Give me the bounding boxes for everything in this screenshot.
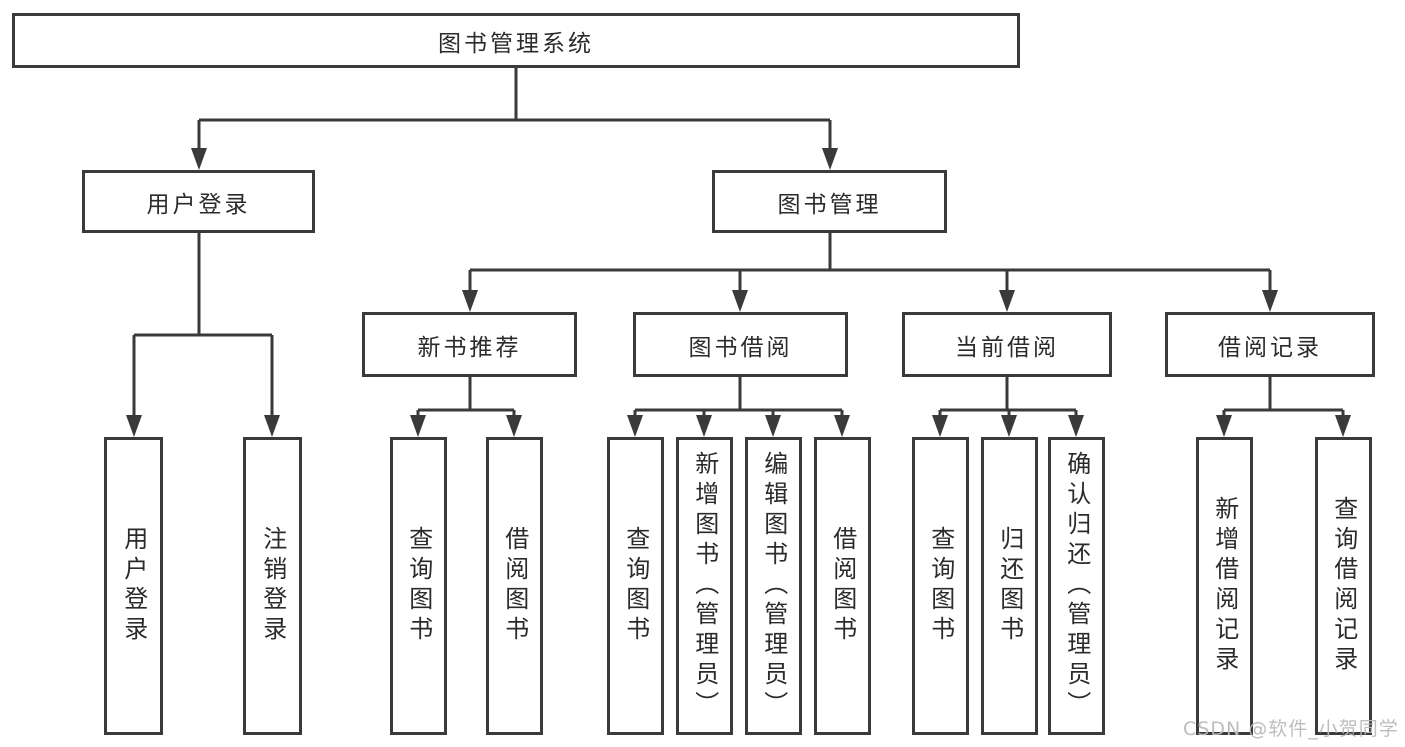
leaf-label: 用户登录 — [119, 526, 148, 646]
node-user-login: 用户登录 — [82, 170, 315, 233]
leaf-return-books: 归还图书 — [981, 437, 1038, 735]
leaf-add-borrow-record: 新增借阅记录 — [1196, 437, 1253, 735]
node-library-management-system: 图书管理系统 — [12, 13, 1020, 68]
leaf-user-login: 用户登录 — [104, 437, 163, 735]
leaf-search-borrow-record: 查询借阅记录 — [1315, 437, 1372, 735]
node-book-management: 图书管理 — [712, 170, 947, 233]
node-label: 图书管理系统 — [438, 30, 594, 57]
leaf-search-books: 查询图书 — [390, 437, 447, 735]
leaf-label: 新增借阅记录 — [1210, 496, 1239, 676]
leaf-label: 确认归还（管理员） — [1062, 451, 1091, 721]
leaf-borrow-books: 借阅图书 — [814, 437, 871, 735]
csdn-watermark: CSDN @软件_小贺同学 — [1183, 718, 1399, 740]
leaf-label: 编辑图书（管理员） — [759, 451, 788, 721]
node-label: 用户登录 — [146, 191, 251, 218]
leaf-borrow-books: 借阅图书 — [486, 437, 543, 735]
leaf-search-books: 查询图书 — [607, 437, 664, 735]
node-label: 图书借阅 — [688, 334, 793, 361]
leaf-edit-books-admin: 编辑图书（管理员） — [745, 437, 802, 735]
node-label: 当前借阅 — [955, 334, 1059, 361]
leaf-label: 借阅图书 — [828, 526, 857, 646]
node-label: 图书管理 — [777, 191, 882, 218]
leaf-label: 查询借阅记录 — [1329, 496, 1358, 676]
leaf-label: 注销登录 — [258, 526, 287, 646]
leaf-search-books: 查询图书 — [912, 437, 969, 735]
leaf-label: 查询图书 — [404, 526, 433, 646]
leaf-label: 归还图书 — [995, 526, 1024, 646]
leaf-label: 新增图书（管理员） — [690, 451, 719, 721]
node-new-book-recommendation: 新书推荐 — [362, 312, 577, 377]
leaf-add-books-admin: 新增图书（管理员） — [676, 437, 733, 735]
leaf-label: 查询图书 — [621, 526, 650, 646]
node-label: 新书推荐 — [417, 334, 522, 361]
leaf-label: 查询图书 — [926, 526, 955, 646]
node-current-borrowing: 当前借阅 — [902, 312, 1112, 377]
node-book-borrowing: 图书借阅 — [633, 312, 848, 377]
node-label: 借阅记录 — [1218, 334, 1322, 361]
leaf-label: 借阅图书 — [500, 526, 529, 646]
leaf-confirm-return-admin: 确认归还（管理员） — [1048, 437, 1105, 735]
node-borrowing-records: 借阅记录 — [1165, 312, 1375, 377]
leaf-logout: 注销登录 — [243, 437, 302, 735]
